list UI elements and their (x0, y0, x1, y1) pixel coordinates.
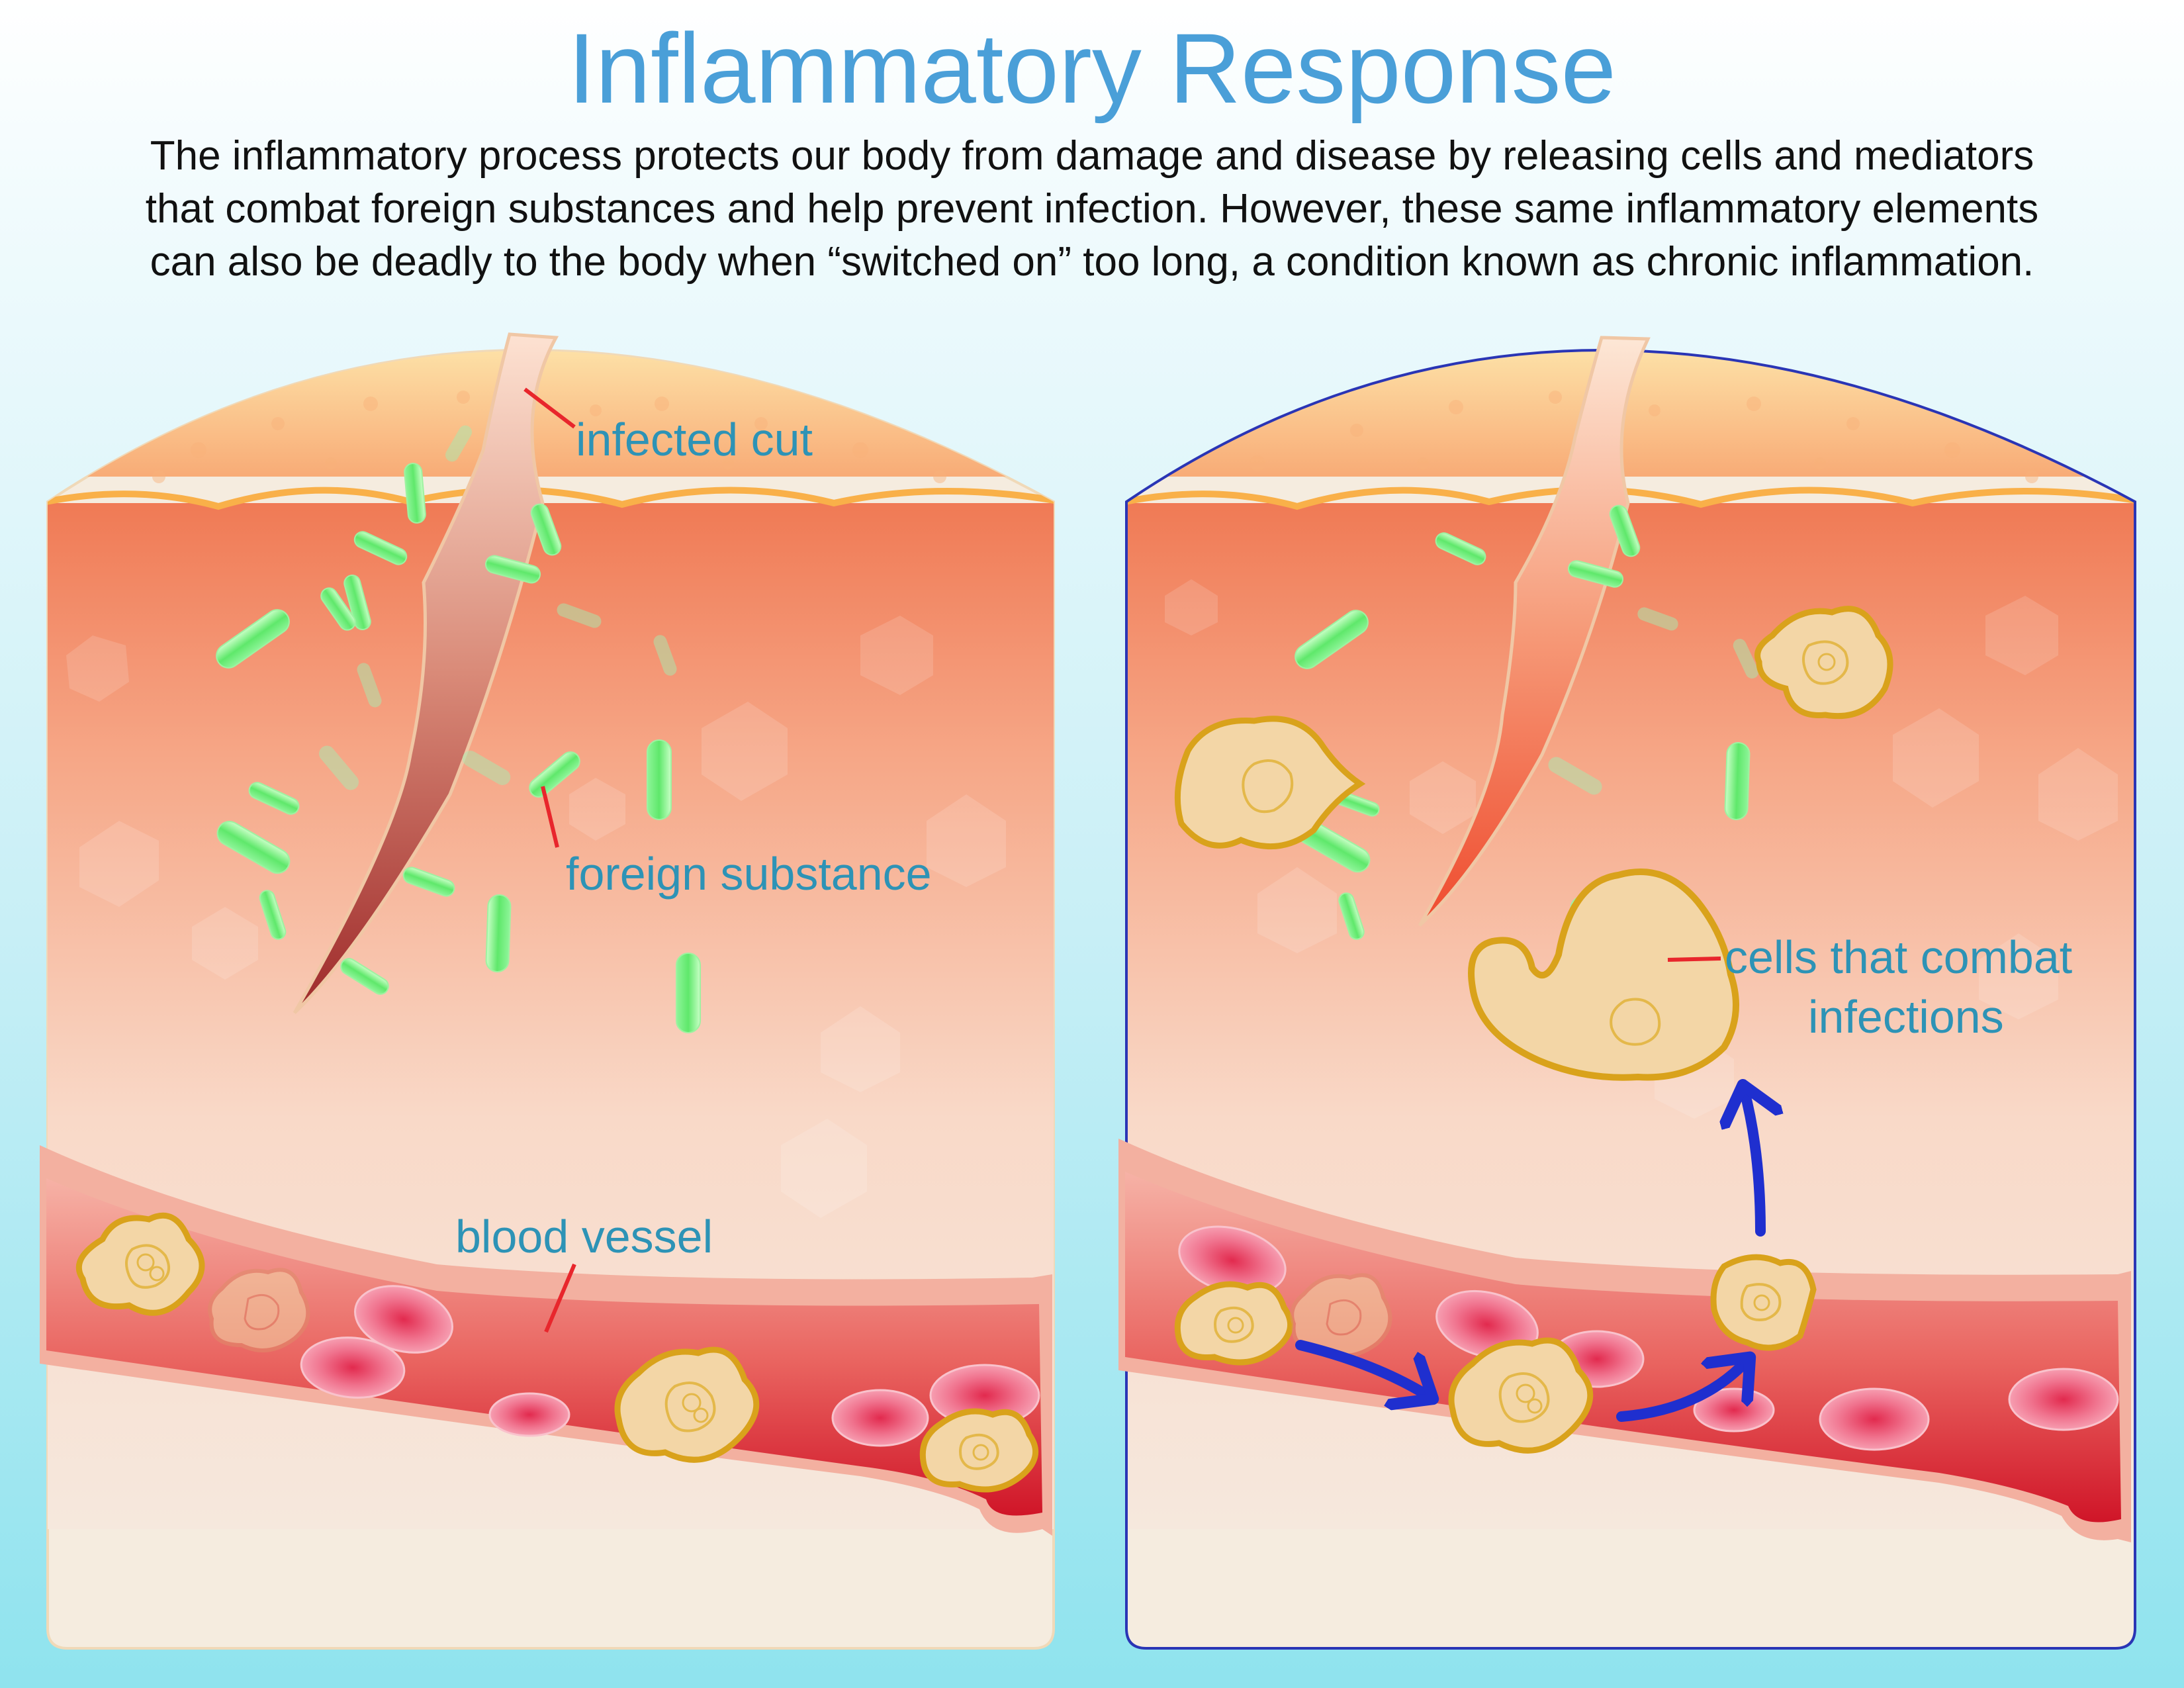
label-cells-line-2: infections (1808, 991, 2004, 1043)
bacterium (1568, 560, 1623, 588)
intro-line-1: The inflammatory process protects our bo… (150, 133, 2034, 179)
immune-cells (1174, 606, 1893, 1454)
bacterium (340, 958, 389, 995)
label-foreign-substance: foreign substance (566, 848, 932, 900)
red-blood-cell (300, 1336, 406, 1399)
immune-cell (1754, 606, 1893, 720)
panel-border (1125, 349, 2136, 1650)
bacterium (647, 739, 672, 820)
immune-cell (1710, 1254, 1817, 1351)
leader-line (523, 387, 576, 429)
bacterium (343, 575, 371, 630)
left-panel (40, 332, 1055, 1650)
immune-cell (1290, 1273, 1392, 1358)
infected-cut (293, 332, 559, 1014)
bacterium (529, 751, 580, 798)
intro-line-2: that combat foreign substances and help … (145, 186, 2039, 232)
bacterium (1724, 742, 1751, 820)
faded-bacteria (1548, 607, 1759, 795)
label-infected-cut: infected cut (576, 414, 813, 465)
arrow-icon (1295, 1340, 1430, 1397)
bacterium (259, 890, 287, 940)
label-cells-line-1: cells that combat (1725, 931, 2072, 983)
red-blood-cell (2008, 1368, 2119, 1431)
immune-cell (614, 1346, 760, 1463)
bacterium (402, 867, 455, 897)
bacterium (216, 821, 291, 874)
immune-cell (208, 1268, 310, 1352)
bacterium (404, 463, 426, 524)
red-blood-cell (488, 1392, 570, 1437)
arrow-icon (1744, 1089, 1760, 1237)
immune-cell (1448, 1337, 1594, 1454)
red-blood-cell (1819, 1387, 1930, 1451)
blood-vessel (40, 1145, 1052, 1536)
macrophage (1468, 868, 1739, 1081)
bacterium (1609, 504, 1641, 557)
labels: infected cut foreign substance blood ves… (455, 387, 2072, 1333)
immune-cell (75, 1212, 205, 1316)
immune-cells (75, 1212, 1039, 1493)
migration-arrows (1295, 1089, 1760, 1422)
page-title: Inflammatory Response (567, 13, 1616, 124)
bacterium (216, 609, 290, 669)
bacterium (530, 503, 562, 556)
bacterium (320, 587, 356, 631)
tissue-cells (1165, 579, 2118, 1119)
bacterium (1295, 610, 1369, 669)
bacterium (484, 555, 541, 584)
immune-cell (1174, 1281, 1294, 1366)
faded-bacteria (319, 425, 677, 790)
tissue-cells (66, 616, 1006, 1218)
immune-cell (1174, 716, 1366, 850)
bacteria-group (216, 463, 701, 1033)
right-panel (1118, 336, 2136, 1650)
bacterium (248, 782, 300, 815)
bacterium (485, 894, 512, 972)
leader-line (541, 786, 559, 848)
bacterium (676, 953, 701, 1033)
bacterium (353, 531, 408, 565)
red-blood-cell (353, 1285, 454, 1354)
bacterium (1338, 892, 1365, 940)
label-blood-vessel: blood vessel (455, 1211, 713, 1262)
intro-line-3: can also be deadly to the body when “swi… (150, 239, 2034, 285)
leader-line (1667, 957, 1721, 962)
bacteria-group (1295, 504, 1751, 974)
intro-paragraph: The inflammatory process protects our bo… (53, 130, 2131, 289)
red-blood-cell (831, 1389, 929, 1447)
arrow-icon (1616, 1360, 1747, 1422)
leader-line (544, 1263, 576, 1333)
bacterium (1435, 532, 1486, 565)
immune-cell (919, 1408, 1039, 1493)
